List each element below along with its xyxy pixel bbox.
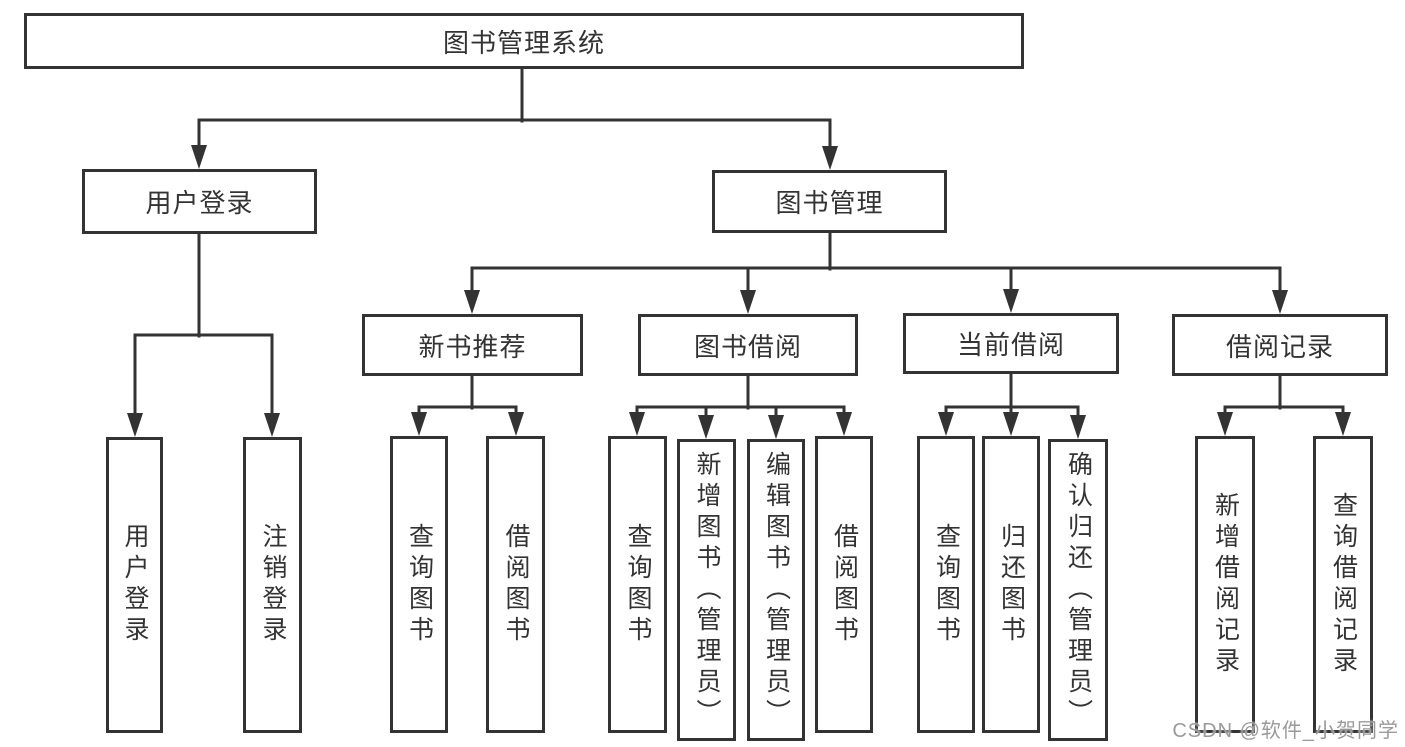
leaf-bb-borrow-books-label: 借阅图书 bbox=[830, 522, 859, 647]
leaf-cb-return-books: 归还图书 bbox=[982, 436, 1040, 733]
leaf-user-login-label: 用户登录 bbox=[121, 523, 149, 647]
leaf-cb-query-books: 查询图书 bbox=[917, 436, 975, 733]
leaf-bb-add-books-admin-label: 新增图书（管理员） bbox=[693, 450, 721, 730]
leaf-logout: 注销登录 bbox=[243, 437, 302, 733]
leaf-bb-query-books-label: 查询图书 bbox=[624, 522, 652, 647]
leaf-bb-query-books: 查询图书 bbox=[608, 436, 667, 733]
leaf-nbr-borrow-books-label: 借阅图书 bbox=[502, 522, 530, 647]
leaf-br-query-record: 查询借阅记录 bbox=[1313, 436, 1373, 733]
watermark: CSDN @软件_小贺同学 bbox=[1172, 720, 1399, 742]
leaf-nbr-query-books: 查询图书 bbox=[390, 436, 448, 733]
leaf-bb-add-books-admin: 新增图书（管理员） bbox=[677, 439, 736, 741]
node-borrowing-records: 借阅记录 bbox=[1172, 314, 1388, 376]
leaf-bb-edit-books-admin-label: 编辑图书（管理员） bbox=[762, 450, 791, 730]
node-book-borrowing: 图书借阅 bbox=[638, 314, 858, 376]
leaf-logout-label: 注销登录 bbox=[259, 523, 287, 647]
leaf-br-add-record: 新增借阅记录 bbox=[1195, 436, 1255, 733]
leaf-cb-return-books-label: 归还图书 bbox=[997, 522, 1026, 647]
leaf-cb-query-books-label: 查询图书 bbox=[932, 522, 961, 647]
leaf-br-add-record-label: 新增借阅记录 bbox=[1211, 491, 1240, 678]
leaf-nbr-query-books-label: 查询图书 bbox=[405, 522, 434, 647]
arrowheads bbox=[127, 145, 1351, 439]
node-new-book-recommendation: 新书推荐 bbox=[362, 314, 583, 376]
leaf-cb-confirm-return-admin-label: 确认归还（管理员） bbox=[1064, 450, 1093, 730]
node-user-login: 用户登录 bbox=[82, 169, 317, 234]
leaf-bb-edit-books-admin: 编辑图书（管理员） bbox=[747, 439, 805, 741]
leaf-cb-confirm-return-admin: 确认归还（管理员） bbox=[1048, 439, 1108, 741]
leaf-user-login: 用户登录 bbox=[106, 437, 163, 733]
leaf-nbr-borrow-books: 借阅图书 bbox=[486, 436, 545, 733]
leaf-bb-borrow-books: 借阅图书 bbox=[815, 436, 873, 733]
leaf-br-query-record-label: 查询借阅记录 bbox=[1329, 491, 1358, 678]
node-current-borrowing: 当前借阅 bbox=[903, 313, 1119, 374]
node-book-management: 图书管理 bbox=[712, 170, 947, 233]
node-library-management-system: 图书管理系统 bbox=[24, 13, 1024, 69]
